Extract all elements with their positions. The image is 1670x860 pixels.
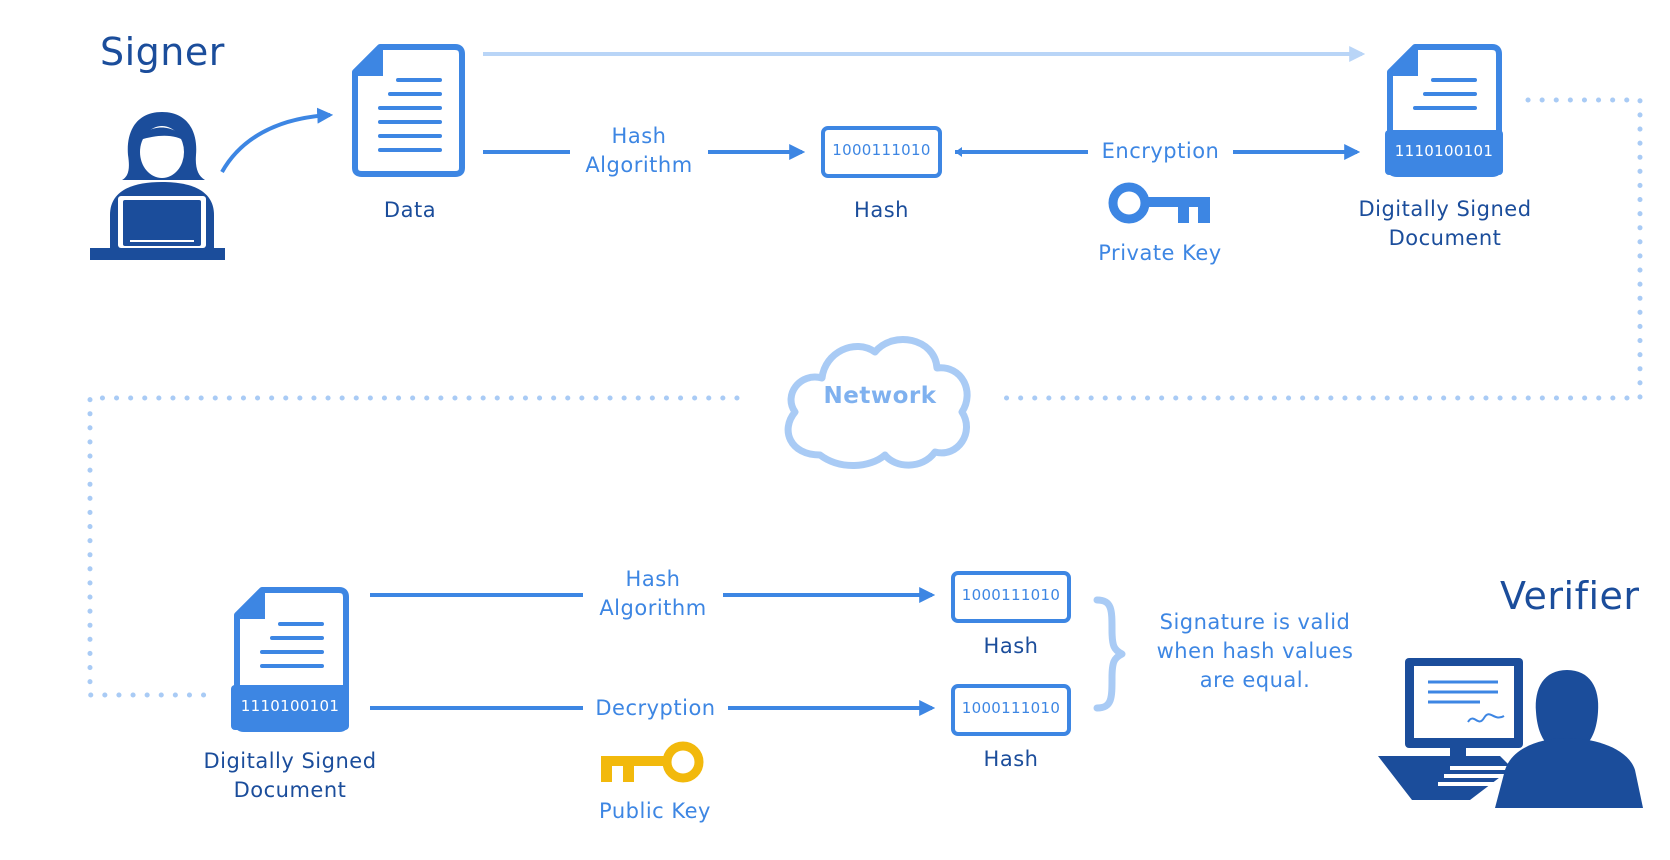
hash-box [821,126,942,178]
verifier-computer-icon [1378,658,1523,800]
hash-to-encryption-line-tip [955,147,962,157]
signed-document-icon [1385,44,1503,177]
validation-note: Signature is valid when hash values are … [1140,608,1370,695]
signer-title: Signer [100,30,225,74]
received-signed-document-label-line1: Digitally Signed [203,749,377,773]
computed-hash-box [951,571,1071,623]
received-signed-document-label: Digitally Signed Document [190,747,390,805]
verifier-person-icon [1495,670,1643,808]
decrypted-hash-label: Hash [983,747,1039,771]
decryption-label: Decryption [595,696,716,720]
received-signed-document-label-line2: Document [233,778,347,802]
received-signed-document-icon [231,587,349,732]
hash-algorithm-label-top: Hash Algorithm [570,122,708,180]
decrypted-hash-box [951,684,1071,736]
private-key-label: Private Key [1098,241,1222,265]
signed-document-label: Digitally Signed Document [1345,195,1545,253]
network-path-left [87,395,740,698]
data-document-icon [352,44,465,177]
signed-document-label-line2: Document [1388,226,1502,250]
hash-value: 1000111010 [832,141,931,159]
decrypted-hash-value: 1000111010 [961,699,1061,717]
network-cloud-icon [784,336,971,469]
verify-hash-algorithm-line2: Algorithm [599,596,707,620]
verify-hash-algorithm-line1: Hash [625,567,681,591]
received-signed-document-value: 1110100101 [240,697,340,715]
comparison-brace [1093,596,1126,712]
validation-note-line1: Signature is valid [1159,610,1351,634]
hash-label: Hash [854,198,909,222]
signed-document-label-line1: Digitally Signed [1358,197,1532,221]
hash-algorithm-line1: Hash [611,124,667,148]
computed-hash-label: Hash [983,634,1039,658]
signer-person-icon [90,112,225,260]
signer-to-data-arrow [220,107,334,173]
verifier-title: Verifier [1500,574,1640,618]
validation-note-line3: are equal. [1199,668,1311,692]
validation-note-line2: when hash values [1156,639,1354,663]
data-label: Data [383,198,437,222]
public-key-label: Public Key [599,799,711,823]
encryption-label: Encryption [1101,139,1220,163]
network-label: Network [823,383,937,409]
private-key-icon [1108,182,1210,224]
computed-hash-value: 1000111010 [961,586,1061,604]
network-path-right [1002,97,1643,401]
signed-document-value: 1110100101 [1394,142,1494,160]
hash-algorithm-line2: Algorithm [585,153,693,177]
public-key-icon [601,741,704,783]
verify-hash-algorithm-label: Hash Algorithm [583,565,723,623]
